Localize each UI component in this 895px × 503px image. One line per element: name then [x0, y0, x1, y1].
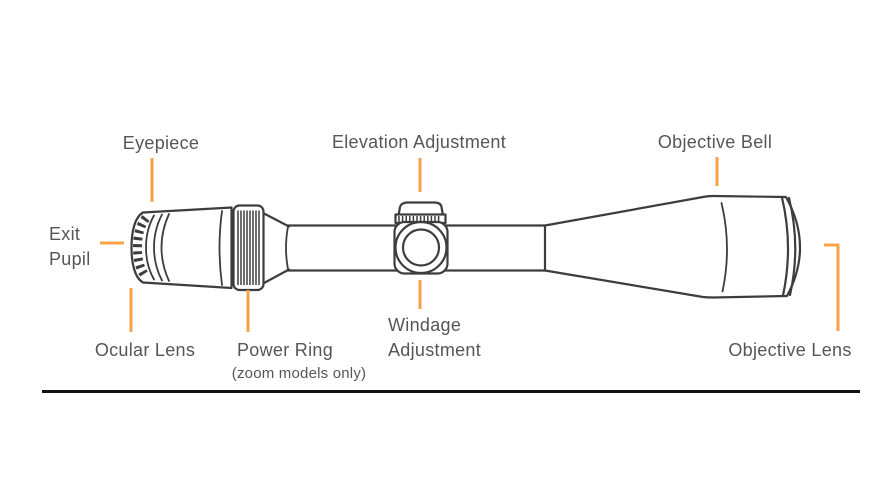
- eyepiece-knurl-band: [132, 215, 150, 280]
- power-ring-label: Power Ring: [236, 340, 334, 360]
- power-ring-ribs: [237, 210, 260, 285]
- windage-knob-inner: [401, 228, 441, 267]
- scope-tube-cone: [262, 212, 291, 285]
- elevation-adjustment-label: Elevation Adjustment: [331, 132, 507, 152]
- eyepiece-label: Eyepiece: [122, 133, 200, 153]
- windage-knob-outer: [394, 220, 448, 275]
- ocular-lens-label: Ocular Lens: [94, 340, 196, 360]
- scope-power-ring: [232, 204, 265, 292]
- leader-lines: [100, 157, 840, 332]
- windage-adjustment-label: Windage Adjustment: [388, 315, 482, 360]
- power-ring-note: (zoom models only): [231, 365, 367, 382]
- scope-objective-bell: [543, 194, 802, 299]
- exit-pupil-label: Exit Pupil: [49, 224, 91, 269]
- scope-elevation-knob: [394, 201, 447, 225]
- objective-lens-leader-line: [824, 243, 840, 331]
- objective-bell-label: Objective Bell: [657, 132, 773, 152]
- scope-turret: [393, 220, 449, 275]
- scope-eyepiece: [130, 206, 233, 290]
- objective-lens-label: Objective Lens: [728, 340, 852, 360]
